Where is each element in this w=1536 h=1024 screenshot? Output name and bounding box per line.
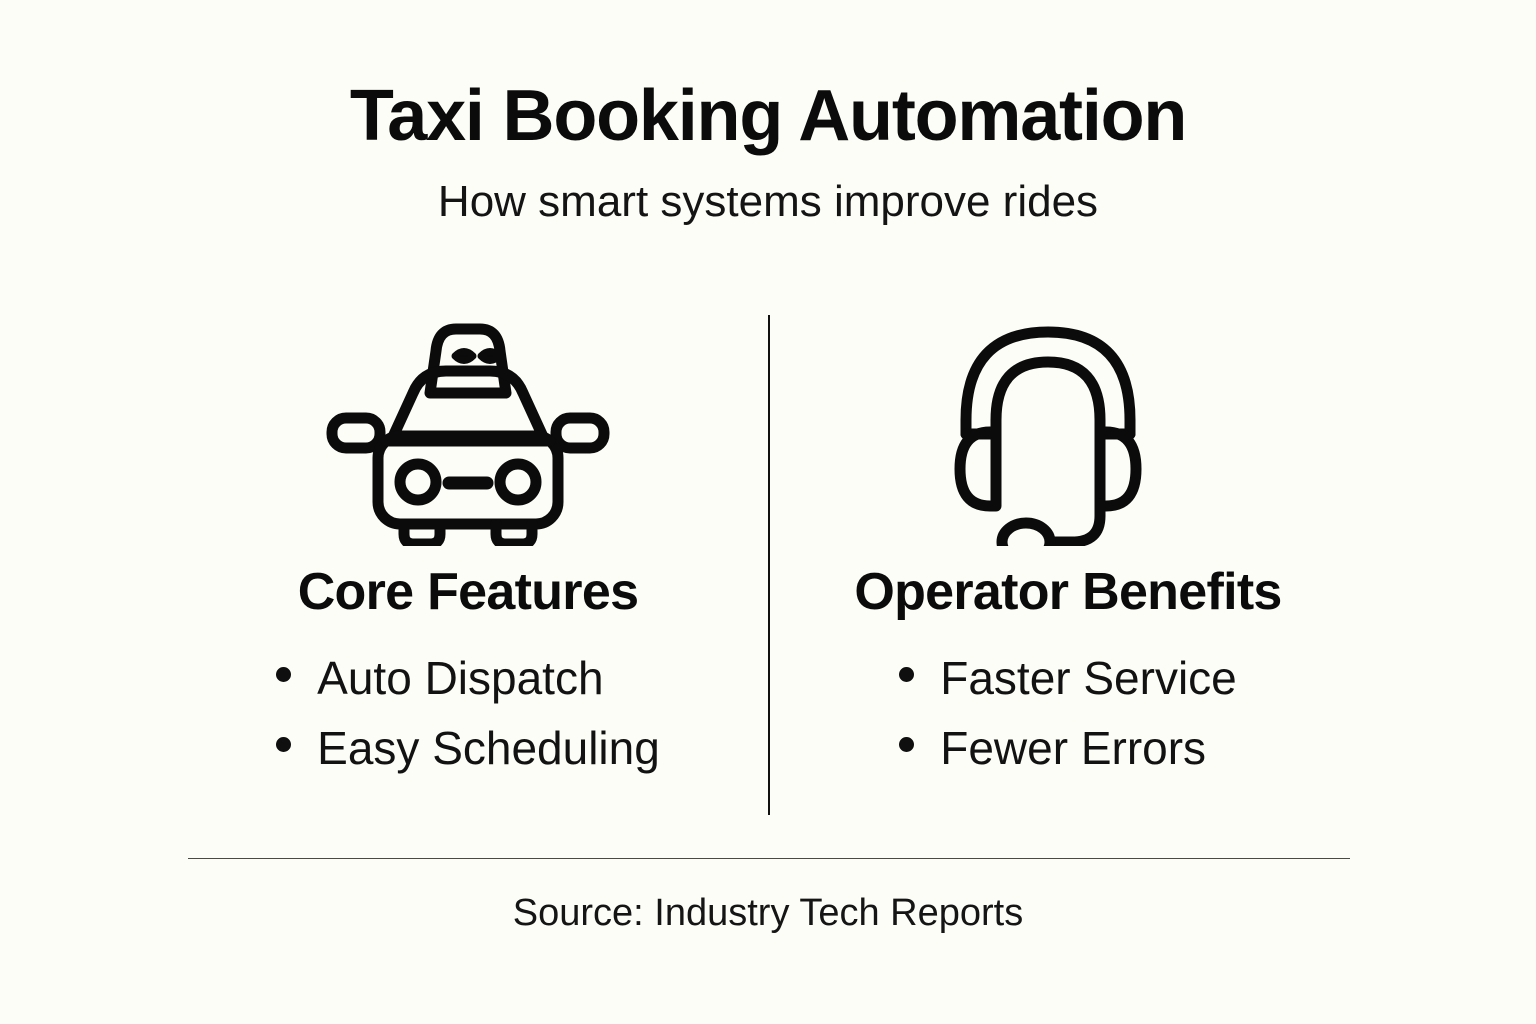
bullet-list-operator-benefits: Faster Service Fewer Errors bbox=[899, 655, 1237, 771]
column-heading-core-features: Core Features bbox=[297, 563, 639, 621]
column-divider bbox=[768, 315, 770, 815]
footer-divider bbox=[188, 858, 1350, 859]
column-core-features: Core Features Auto Dispatch Easy Schedul… bbox=[178, 296, 768, 771]
bullet-dot-icon bbox=[899, 737, 915, 753]
column-operator-benefits: Operator Benefits Faster Service Fewer E… bbox=[768, 296, 1358, 771]
columns-container: Core Features Auto Dispatch Easy Schedul… bbox=[0, 296, 1536, 771]
list-item: Easy Scheduling bbox=[276, 725, 660, 771]
list-item-label: Auto Dispatch bbox=[317, 652, 604, 705]
list-item-label: Fewer Errors bbox=[940, 722, 1207, 775]
header: Taxi Booking Automation How smart system… bbox=[0, 76, 1536, 226]
taxi-front-icon bbox=[318, 296, 618, 546]
bullet-list-core-features: Auto Dispatch Easy Scheduling bbox=[276, 655, 660, 771]
source-caption: Source: Industry Tech Reports bbox=[512, 892, 1024, 934]
column-heading-operator-benefits: Operator Benefits bbox=[854, 563, 1282, 621]
page-subtitle: How smart systems improve rides bbox=[437, 176, 1099, 226]
list-item: Faster Service bbox=[899, 655, 1237, 701]
bullet-dot-icon bbox=[276, 667, 292, 683]
bullet-dot-icon bbox=[276, 737, 292, 753]
page-title: Taxi Booking Automation bbox=[349, 76, 1188, 156]
list-item: Auto Dispatch bbox=[276, 655, 660, 701]
headset-icon bbox=[918, 296, 1218, 546]
list-item: Fewer Errors bbox=[899, 725, 1237, 771]
list-item-label: Easy Scheduling bbox=[317, 722, 660, 775]
list-item-label: Faster Service bbox=[940, 652, 1237, 705]
bullet-dot-icon bbox=[899, 667, 915, 683]
